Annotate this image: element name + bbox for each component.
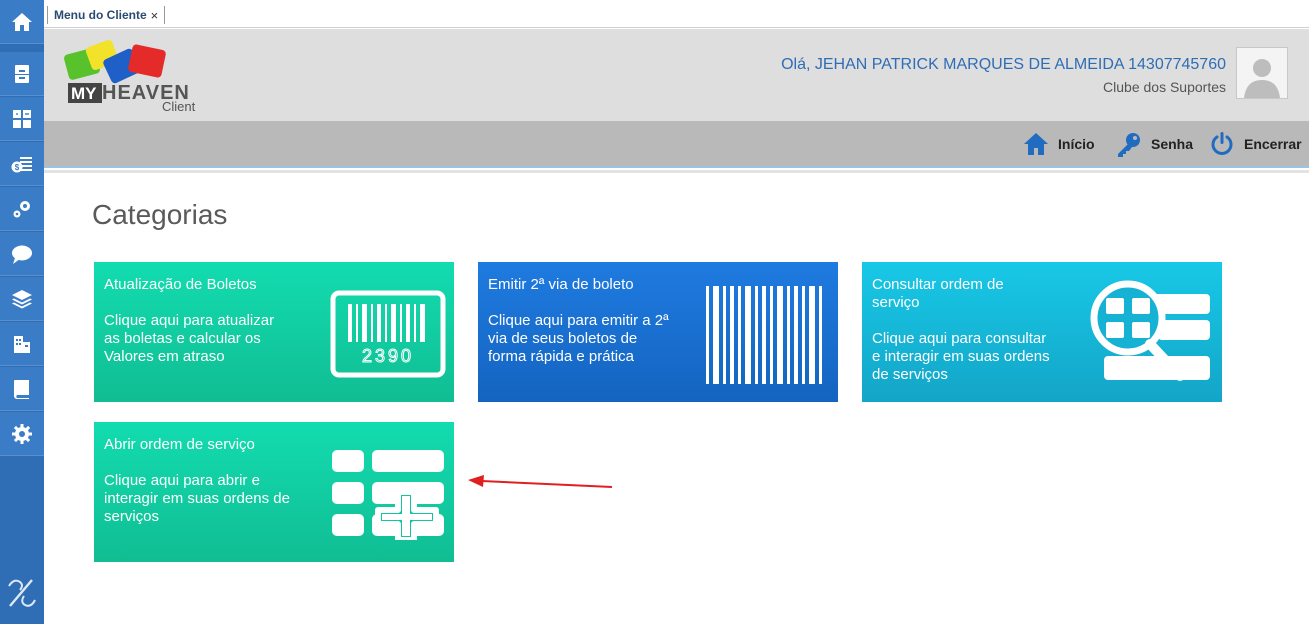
card-description: Clique aqui para abrir e interagir em su… — [104, 472, 290, 525]
sidebar-services-button[interactable] — [0, 187, 44, 231]
power-icon — [1211, 132, 1233, 155]
card-title: Atualização de Boletos — [104, 276, 257, 293]
myheaven-logo: MY HEAVEN — [64, 40, 190, 104]
page-header: MY HEAVEN Client Olá, JEHAN PATRICK MARQ… — [44, 29, 1309, 121]
nav-encerrar-label: Encerrar — [1244, 136, 1302, 152]
home-icon — [1024, 133, 1048, 155]
book-icon — [14, 379, 29, 399]
nav-senha-label: Senha — [1151, 136, 1194, 152]
page-title: Categorias — [92, 199, 228, 230]
cabinet-icon — [15, 64, 29, 83]
key-icon — [1118, 133, 1140, 157]
sidebar-settings-button[interactable] — [0, 412, 44, 456]
card-description: Clique aqui para atualizar as boletas e … — [104, 312, 275, 365]
tab-bar: Menu do Cliente × — [44, 0, 1309, 28]
nav-senha[interactable]: Senha — [1115, 130, 1193, 158]
search-list-icon — [1090, 280, 1210, 381]
card-description: Clique aqui para consultar e interagir e… — [872, 330, 1050, 383]
card-atualizacao-boletos[interactable]: Atualização de Boletos Clique aqui para … — [94, 262, 454, 402]
card-title: Emitir 2ª via de boleto — [488, 276, 634, 293]
annotation-arrow-icon — [468, 475, 613, 488]
card-title: Consultar ordem de serviço — [872, 276, 1004, 311]
add-list-icon — [332, 450, 444, 540]
barcode-number: 2390 — [362, 346, 414, 366]
gears-icon — [13, 200, 30, 217]
svg-text:MY: MY — [71, 84, 97, 103]
layers-icon — [12, 289, 32, 308]
card-abrir-ordem[interactable]: Abrir ordem de serviço Clique aqui para … — [94, 422, 454, 562]
card-emitir-2via[interactable]: Emitir 2ª via de boleto Clique aqui para… — [478, 262, 838, 402]
sidebar-building-button[interactable] — [0, 322, 44, 366]
nav-inicio[interactable]: Início — [1022, 130, 1095, 158]
user-silhouette-icon — [1244, 59, 1280, 98]
chat-icon — [12, 245, 32, 264]
tab-menu-do-cliente[interactable]: Menu do Cliente × — [47, 6, 166, 24]
sidebar-book-button[interactable] — [0, 367, 44, 411]
barcode-icon — [706, 286, 822, 384]
svg-text:HEAVEN: HEAVEN — [102, 82, 190, 104]
card-title: Abrir ordem de serviço — [104, 436, 255, 453]
card-description: Clique aqui para emitir a 2ª via de seus… — [488, 312, 669, 365]
card-consultar-ordem[interactable]: Consultar ordem de serviço Clique aqui p… — [862, 262, 1222, 402]
top-nav: Início Senha Encerrar — [44, 121, 1309, 168]
settings-icon — [12, 423, 32, 444]
calculator-icon — [13, 109, 31, 128]
svg-text:$: $ — [15, 163, 20, 172]
barcode-2390-icon: 2390 — [330, 290, 446, 378]
home-icon — [12, 12, 32, 31]
sidebar-chat-button[interactable] — [0, 232, 44, 276]
brand-slash-logo — [8, 579, 36, 607]
sidebar-finance-button[interactable]: $ — [0, 142, 44, 186]
money-list-icon: $ — [11, 156, 32, 172]
company-name: Clube dos Suportes — [1103, 79, 1226, 95]
sidebar-layers-button[interactable] — [0, 277, 44, 321]
sidebar-home-button[interactable] — [0, 0, 44, 44]
logo-subtext: Client — [162, 99, 196, 114]
nav-inicio-label: Início — [1058, 136, 1095, 152]
nav-encerrar[interactable]: Encerrar — [1208, 130, 1302, 158]
sidebar-cabinet-button[interactable] — [0, 52, 44, 96]
left-sidebar: $ — [0, 0, 44, 624]
building-icon — [14, 335, 30, 353]
sidebar-calculator-button[interactable] — [0, 97, 44, 141]
user-greeting: Olá, JEHAN PATRICK MARQUES DE ALMEIDA 14… — [781, 56, 1226, 73]
avatar[interactable] — [1236, 47, 1288, 99]
close-icon[interactable]: × — [150, 7, 159, 23]
tab-label: Menu do Cliente — [54, 8, 147, 22]
main-content: Categorias Atualização de Boletos Clique… — [44, 170, 1309, 624]
